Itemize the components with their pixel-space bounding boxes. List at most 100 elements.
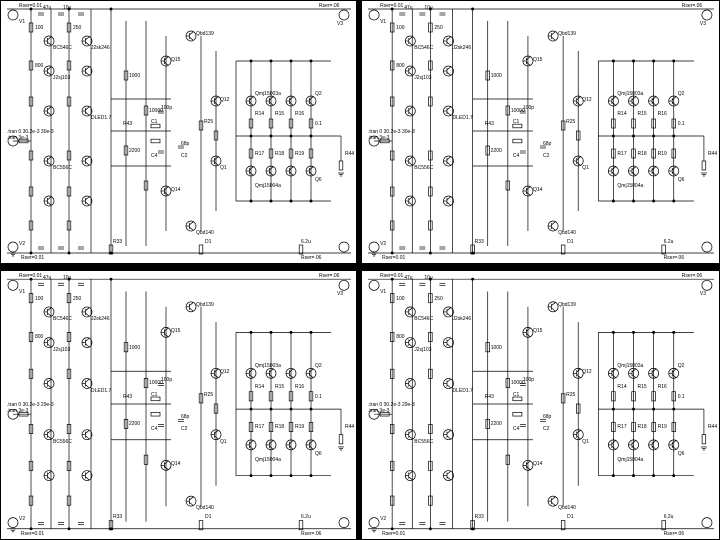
resistor-symbol — [560, 120, 566, 131]
resistor-symbol — [18, 138, 29, 144]
label-part: Q6 — [677, 451, 685, 458]
label-value: 100 — [396, 25, 405, 31]
resistor-symbol — [390, 22, 395, 33]
resistor-symbol — [18, 412, 29, 417]
label-part: Q1 — [582, 165, 589, 171]
transistor-emitter — [85, 201, 90, 206]
resistor-symbol — [338, 160, 344, 171]
transistor-collector — [85, 429, 90, 434]
label-part: R33 — [474, 239, 484, 245]
label-part: C1 — [512, 391, 520, 398]
transistor-collector — [611, 440, 617, 444]
transistor-emitter — [47, 343, 52, 348]
transistor-symbol — [404, 429, 416, 441]
resistor-symbol — [298, 520, 304, 531]
resistor-symbol — [390, 293, 395, 304]
transistor-symbol — [608, 439, 619, 451]
transistor-emitter — [289, 171, 294, 176]
transistor-emitter — [289, 101, 294, 106]
transistor-emitter — [47, 111, 52, 116]
resistor-symbol — [661, 520, 666, 531]
resistor-symbol — [143, 378, 149, 388]
transistor-collector — [85, 337, 90, 342]
resistor-symbol — [66, 495, 72, 506]
resistor-symbol — [428, 96, 433, 107]
label-part: Qbd139 — [558, 31, 576, 37]
resistor-symbol — [28, 293, 34, 304]
schematic-wires — [7, 7, 351, 257]
label-part: R17 — [255, 151, 265, 157]
label-part: R18 — [637, 424, 647, 431]
label-rser-bottom-left: Rser=0.01 — [21, 530, 45, 537]
transistor-emitter — [631, 374, 637, 379]
transistor-collector — [576, 429, 581, 434]
label-part: Qmj15003a — [617, 91, 644, 97]
transistor-collector — [164, 186, 169, 191]
junction-dot — [632, 330, 635, 334]
resistor-symbol — [143, 180, 149, 191]
junction-dot — [632, 134, 635, 138]
resistor-symbol — [576, 130, 581, 141]
transistor-emitter — [526, 466, 531, 471]
voltage-source-v3 — [338, 279, 350, 291]
label-value: 47u — [43, 275, 52, 282]
transistor-emitter — [47, 476, 52, 481]
label-rser-left: Rser=0.01 — [19, 273, 43, 280]
label-v1: V1 — [19, 289, 26, 296]
transistor-collector — [408, 378, 414, 383]
transistor-collector — [446, 307, 452, 311]
transistor-collector — [309, 440, 314, 444]
transistor-emitter — [446, 312, 452, 317]
transistor-collector — [249, 368, 254, 373]
label-part: C2 — [543, 426, 550, 433]
label-part: Qbd140 — [558, 505, 576, 512]
resistor-symbol — [390, 332, 395, 342]
transistor-collector — [269, 368, 274, 373]
transistor-emitter — [611, 101, 617, 106]
transistor-symbol — [443, 429, 454, 441]
transistor-collector — [408, 196, 414, 201]
label-rser-bottom-right: Rser=.06 — [663, 255, 685, 261]
label-part: Qbd139 — [558, 301, 576, 308]
junction-dot — [289, 330, 293, 334]
label-part: DLED1.7 — [91, 387, 112, 394]
transistor-collector — [526, 460, 531, 465]
transistor-collector — [408, 470, 414, 475]
resistor-symbol — [390, 424, 395, 434]
transistor-symbol — [443, 155, 454, 167]
transistor-symbol — [404, 105, 416, 117]
resistor-symbol — [560, 520, 566, 531]
label-part: Q2 — [677, 363, 685, 370]
label-value: 100p — [522, 377, 535, 384]
transistor-collector — [672, 440, 677, 444]
label-rser-bottom-left: Rser=0.01 — [382, 255, 406, 261]
transistor-emitter — [189, 36, 194, 41]
transistor-emitter — [249, 171, 254, 176]
junction-dot — [428, 527, 432, 531]
label-part: Q15 — [171, 57, 181, 63]
label-value: 10u — [424, 5, 433, 11]
label-value: 800 — [396, 334, 405, 341]
transistor-collector — [408, 429, 414, 434]
label-value: 10000 — [149, 380, 163, 387]
label-part: BC556C — [414, 165, 434, 171]
transistor-collector — [672, 96, 677, 101]
transistor-symbol — [608, 165, 619, 177]
junction-dot — [249, 134, 253, 138]
label-part: R44 — [707, 151, 718, 157]
transistor-symbol — [628, 95, 639, 107]
label-part: J2sj103 — [53, 346, 71, 353]
transistor-collector — [309, 96, 314, 101]
label-part: Qbd139 — [196, 301, 214, 308]
label-part: J2sk246 — [91, 316, 110, 322]
resistor-symbol — [428, 332, 433, 342]
label-part: R15 — [275, 383, 285, 390]
label-rser-left: Rser=0.01 — [19, 3, 43, 9]
transistor-collector — [551, 221, 556, 226]
voltage-source-v3 — [338, 9, 350, 21]
junction-dot — [269, 407, 273, 411]
transistor-emitter — [309, 101, 314, 106]
resistor-symbol — [248, 148, 254, 159]
label-part: R43 — [484, 393, 494, 400]
label-value: 10000 — [510, 380, 525, 387]
